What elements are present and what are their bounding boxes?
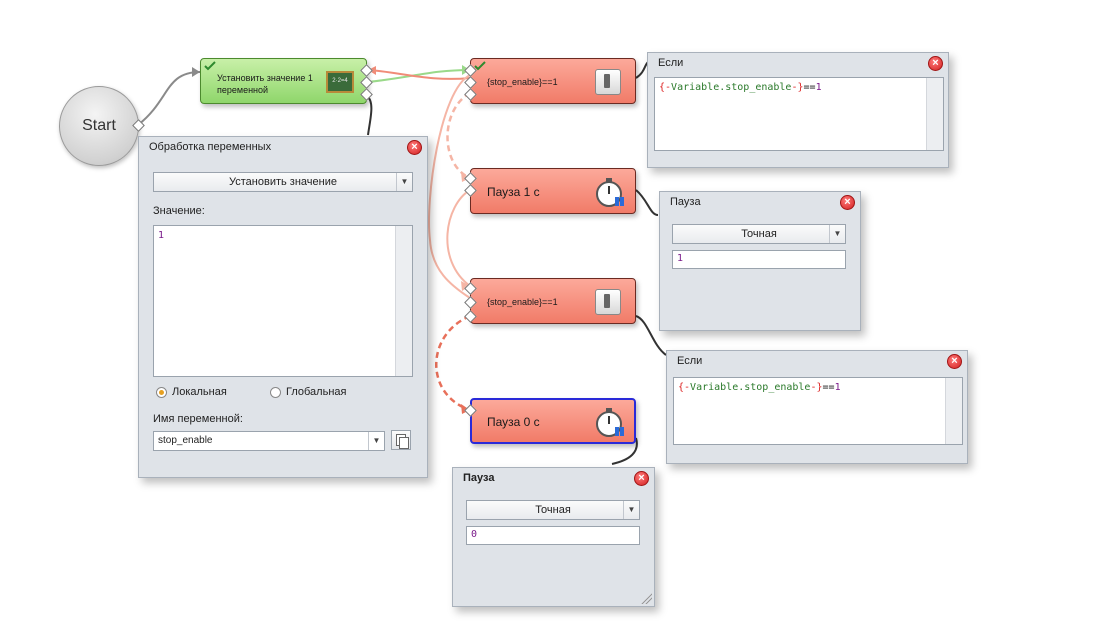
stopwatch-icon bbox=[596, 408, 624, 437]
value-scrollbar[interactable] bbox=[395, 226, 412, 376]
action-select-value: Установить значение bbox=[229, 176, 337, 188]
expr-op: == bbox=[822, 382, 835, 393]
if-panel-1-title: Если bbox=[658, 57, 684, 69]
pause-1-mode-value: Точная bbox=[741, 228, 777, 240]
pause-node-1-label: Пауза 1 с bbox=[487, 185, 540, 199]
pause-1-value-input[interactable]: 1 bbox=[672, 250, 846, 269]
pause-node-0[interactable]: Пауза 0 с bbox=[470, 398, 636, 444]
start-node[interactable]: Start bbox=[59, 86, 139, 166]
radio-local[interactable] bbox=[156, 387, 167, 398]
pause-2-value: 0 bbox=[471, 529, 478, 540]
pause-2-value-input[interactable]: 0 bbox=[466, 526, 640, 545]
pause-panel-1-title: Пауза bbox=[670, 196, 701, 208]
resize-grip[interactable] bbox=[640, 592, 652, 604]
close-icon[interactable]: × bbox=[928, 56, 943, 71]
value-label: Значение: bbox=[153, 205, 205, 217]
check-icon bbox=[204, 61, 216, 71]
switch-icon bbox=[595, 289, 621, 315]
start-label: Start bbox=[82, 117, 116, 134]
close-icon[interactable]: × bbox=[947, 354, 962, 369]
radio-global-label: Глобальная bbox=[286, 386, 347, 398]
if-panel-1-scrollbar[interactable] bbox=[926, 78, 943, 150]
if-node-2-label: {stop_enable}==1 bbox=[487, 297, 558, 307]
variable-name-input[interactable]: stop_enable ▼ bbox=[153, 431, 385, 451]
close-icon[interactable]: × bbox=[840, 195, 855, 210]
chevron-down-icon[interactable]: ▼ bbox=[368, 432, 384, 450]
if-node-1[interactable]: {stop_enable}==1 bbox=[470, 58, 636, 104]
expr-op: == bbox=[803, 82, 816, 93]
pause-panel-2-title: Пауза bbox=[463, 472, 495, 484]
pause-panel-1: Пауза × Точная ▼ 1 bbox=[659, 191, 861, 331]
radio-global[interactable] bbox=[270, 387, 281, 398]
if-panel-2-title: Если bbox=[677, 355, 703, 367]
radio-local-label: Локальная bbox=[172, 386, 227, 398]
chalkboard-icon: 2·2=4 bbox=[326, 71, 354, 93]
pause-1-value: 1 bbox=[677, 253, 684, 264]
if-node-2[interactable]: {stop_enable}==1 bbox=[470, 278, 636, 324]
pause-2-mode-value: Точная bbox=[535, 504, 571, 516]
variable-name-value: stop_enable bbox=[158, 435, 213, 446]
pause-2-mode-select[interactable]: Точная ▼ bbox=[466, 500, 640, 520]
pause-panel-2: Пауза × Точная ▼ 0 bbox=[452, 467, 655, 607]
close-icon[interactable]: × bbox=[407, 140, 422, 155]
variable-panel-title: Обработка переменных bbox=[149, 141, 272, 153]
if-panel-1-editor[interactable]: {-Variable.stop_enable-}==1 bbox=[654, 77, 944, 151]
switch-icon bbox=[595, 69, 621, 95]
expr-num: 1 bbox=[834, 382, 841, 393]
set-variable-label-1: Установить значение 1 bbox=[217, 73, 313, 83]
if-panel-1: Если × {-Variable.stop_enable-}==1 bbox=[647, 52, 949, 168]
action-select[interactable]: Установить значение ▼ bbox=[153, 172, 413, 192]
expr-open: {- bbox=[678, 382, 691, 393]
expr-open: {- bbox=[659, 82, 672, 93]
if-node-1-label: {stop_enable}==1 bbox=[487, 77, 558, 87]
chevron-down-icon[interactable]: ▼ bbox=[396, 173, 412, 191]
set-variable-node[interactable]: Установить значение 1 переменной 2·2=4 bbox=[200, 58, 367, 104]
expr-var: Variable.stop_enable bbox=[690, 382, 811, 393]
pause-node-1[interactable]: Пауза 1 с bbox=[470, 168, 636, 214]
chevron-down-icon[interactable]: ▼ bbox=[829, 225, 845, 243]
chevron-down-icon[interactable]: ▼ bbox=[623, 501, 639, 519]
stopwatch-icon bbox=[596, 178, 624, 207]
expr-num: 1 bbox=[815, 82, 822, 93]
expr-var: Variable.stop_enable bbox=[671, 82, 792, 93]
close-icon[interactable]: × bbox=[634, 471, 649, 486]
variable-name-label: Имя переменной: bbox=[153, 413, 243, 425]
set-variable-label-2: переменной bbox=[217, 85, 269, 95]
value-text: 1 bbox=[158, 230, 165, 241]
if-panel-2-editor[interactable]: {-Variable.stop_enable-}==1 bbox=[673, 377, 963, 445]
if-panel-2: Если × {-Variable.stop_enable-}==1 bbox=[666, 350, 968, 464]
value-textarea[interactable]: 1 bbox=[153, 225, 413, 377]
pause-1-mode-select[interactable]: Точная ▼ bbox=[672, 224, 846, 244]
copy-icon[interactable] bbox=[391, 430, 411, 450]
check-icon bbox=[474, 61, 486, 71]
expr-close: -} bbox=[810, 382, 823, 393]
if-panel-2-scrollbar[interactable] bbox=[945, 378, 962, 444]
expr-close: -} bbox=[791, 82, 804, 93]
variable-panel: Обработка переменных × Установить значен… bbox=[138, 136, 428, 478]
pause-node-0-label: Пауза 0 с bbox=[487, 415, 540, 429]
